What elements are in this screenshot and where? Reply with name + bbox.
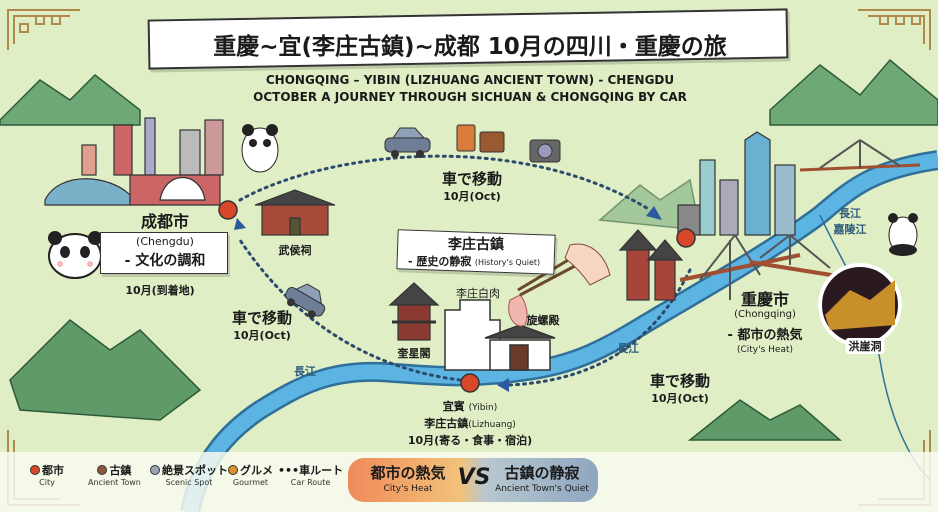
vs-badge: [348, 458, 598, 502]
yibin-en: (Yibin): [468, 403, 498, 413]
legend-label: 古鎮: [109, 464, 132, 477]
route-date-left: 10月(Oct): [233, 329, 291, 342]
route-label-left: 車で移動: [231, 309, 293, 327]
chopsticks-pork-icon: [508, 243, 611, 327]
chengdu-theme: - 文化の調和: [124, 253, 206, 269]
subtitle-line-1: CHONGQING – YIBIN (LIZHUANG ANCIENT TOWN…: [265, 73, 675, 87]
kuixing-pavilion-label: 奎星閣: [397, 347, 431, 360]
legend-label: 都市: [42, 464, 64, 477]
panda-icon: [241, 124, 279, 173]
chengdu-date: 10月(到着地): [125, 284, 195, 297]
vs-left: 都市の熱気: [370, 464, 446, 482]
wuhou-temple: [254, 189, 336, 236]
chongqing-en: (Chongqing): [734, 309, 796, 320]
yibin-line-1: 宜賓 (Yibin): [443, 398, 497, 414]
page-title: 重慶~宜(李庄古鎮)~成都 10月の四川・重慶の旅: [213, 34, 727, 60]
yibin-line-3: 10月(寄る・食事・宿泊): [407, 434, 533, 447]
yibin-jp: 宜賓: [442, 400, 465, 413]
legend-label: グルメ: [240, 464, 273, 477]
chongqing-name: 重慶市: [740, 290, 790, 309]
ancient-town-dot-icon: [97, 465, 108, 475]
vs-mark: VS: [457, 465, 491, 490]
legend-en: City: [39, 478, 55, 487]
route-arrows: [234, 206, 662, 392]
lizhuang-houses: [444, 299, 556, 371]
camera-icon: [529, 139, 561, 163]
vs-right-en: Ancient Town's Quiet: [495, 484, 589, 494]
wuhou-label: 武侯祠: [278, 244, 312, 257]
route-date-right: 10月(Oct): [651, 392, 709, 405]
xuanluo-hall-label: 旋螺殿: [526, 314, 560, 327]
chongqing-marker: [676, 228, 696, 248]
river-label-yangtze-2: 長江: [617, 342, 639, 355]
hongyadong-label: 洪崖洞: [845, 338, 885, 354]
lizhuang-name: 李庄古鎮: [448, 237, 504, 253]
panda-icon: [888, 213, 918, 256]
city-dot-icon: [30, 465, 40, 475]
chongqing-skyline: [677, 131, 796, 236]
panda-face-icon: [48, 231, 102, 279]
yibin-line-2: 李庄古鎮(Lizhuang): [424, 415, 516, 431]
yibin-marker: [460, 373, 480, 393]
lizhuang-en: (Lizhuang): [468, 420, 516, 430]
lizhuang-theme: - 歴史の静寂 (History's Quiet): [408, 253, 540, 269]
lizhuang-jp: 李庄古鎮: [424, 417, 469, 430]
vs-right: 古鎮の静寂: [504, 464, 580, 482]
scenic-dot-icon: [150, 465, 160, 475]
mountains: [0, 58, 938, 441]
vs-left-en: City's Heat: [383, 484, 433, 494]
kuixing-pavilion: [388, 282, 440, 341]
chengdu-en: (Chengdu): [136, 235, 194, 248]
route-dots-icon: •••: [278, 464, 300, 477]
car-route: [238, 154, 692, 387]
car-icon: [384, 127, 431, 158]
pagodas: [618, 229, 684, 301]
suitcase-icon: [456, 124, 505, 153]
river-label-yangtze-3: 長江: [294, 365, 316, 378]
river-label-yangtze: 長江: [839, 207, 861, 220]
chongqing-theme-en: (City's Heat): [736, 345, 794, 355]
chengdu-skyline: [44, 117, 224, 206]
legend-label: 絶景スポット: [162, 464, 228, 477]
chengdu-ribbon: [100, 232, 228, 274]
route-label-right: 車で移動: [649, 372, 711, 390]
lizhuang-theme-jp: - 歴史の静寂: [408, 255, 472, 268]
legend-label: 車ルート: [299, 464, 344, 477]
car-icon: [285, 283, 326, 319]
chongqing-theme: - 都市の熱気: [727, 328, 803, 343]
legend-en: Gourmet: [232, 478, 269, 487]
route-label-top: 車で移動: [441, 170, 503, 188]
route-date-top: 10月(Oct): [443, 190, 501, 203]
chengdu-marker: [218, 200, 238, 220]
gourmet-dot-icon: [228, 465, 238, 475]
legend-en: Ancient Town: [88, 478, 141, 487]
legend-en: Car Route: [290, 478, 331, 487]
subtitle-line-2: OCTOBER A JOURNEY THROUGH SICHUAN & CHON…: [253, 90, 687, 104]
bridge: [679, 139, 921, 300]
river-label-jialing: 嘉陵江: [833, 223, 867, 236]
lizhuang-pork-label: 李庄白肉: [456, 287, 500, 300]
legend-en: Scenic Spot: [165, 478, 213, 487]
chengdu-name: 成都市: [140, 212, 190, 231]
lizhuang-theme-en: (History's Quiet): [474, 258, 541, 267]
